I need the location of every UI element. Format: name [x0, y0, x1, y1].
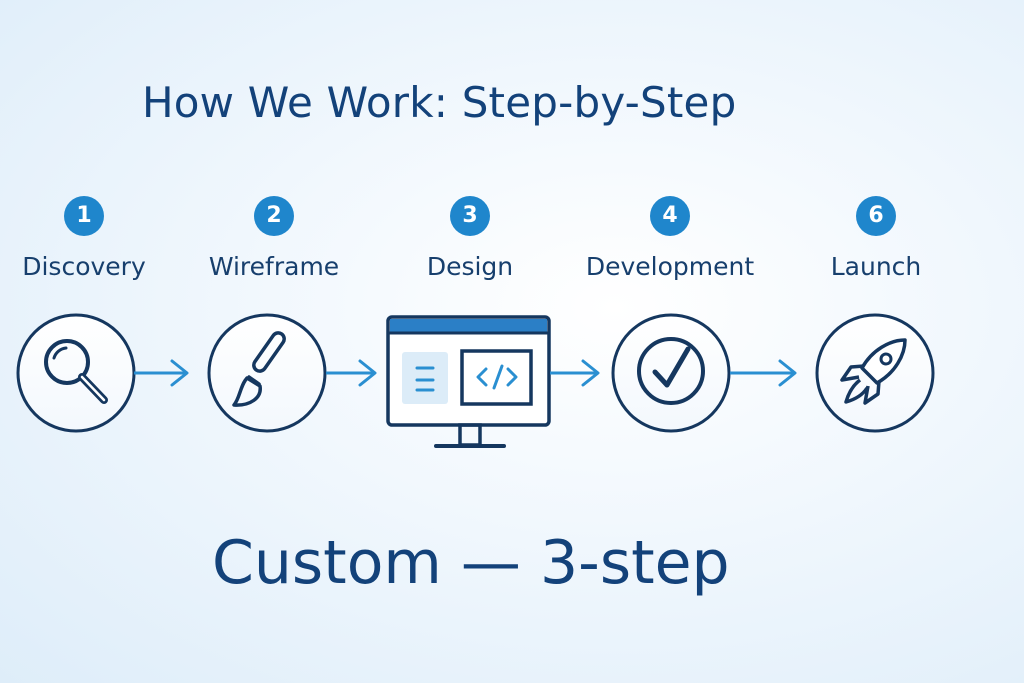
step-number-badge: 6: [856, 196, 896, 236]
step-label: Wireframe: [208, 252, 340, 281]
step-label: Launch: [830, 252, 922, 281]
step-label: Design: [426, 252, 514, 281]
step-number-badge: 1: [64, 196, 104, 236]
flow-arrow: [326, 359, 377, 387]
step-number-badge: 2: [254, 196, 294, 236]
step-label: Development: [585, 252, 755, 281]
rocket-icon: [840, 338, 907, 405]
step-number-badge: 4: [650, 196, 690, 236]
step-launch: 6 Launch: [776, 196, 976, 281]
step-number-badge: 3: [450, 196, 490, 236]
paintbrush-icon: [232, 331, 286, 407]
step-icon-circle: [207, 313, 327, 433]
page-title: How We Work: Step-by-Step: [142, 78, 737, 127]
step-development: 4 Development: [570, 196, 770, 281]
step-icon-circle: [16, 313, 136, 433]
monitor-code-icon: [386, 315, 551, 448]
step-wireframe: 2 Wireframe: [174, 196, 374, 281]
step-label: Discovery: [22, 252, 146, 281]
step-icon-circle: [611, 313, 731, 433]
checkmark-icon: [637, 337, 705, 405]
flow-arrow: [134, 359, 189, 387]
footer-caption: Custom — 3-step: [212, 528, 730, 598]
flow-arrow: [730, 359, 797, 387]
step-discovery: 1 Discovery: [0, 196, 184, 281]
flow-arrow: [550, 359, 600, 387]
magnifier-icon: [44, 339, 108, 404]
step-icon-circle: [815, 313, 935, 433]
step-design: 3 Design: [370, 196, 570, 281]
